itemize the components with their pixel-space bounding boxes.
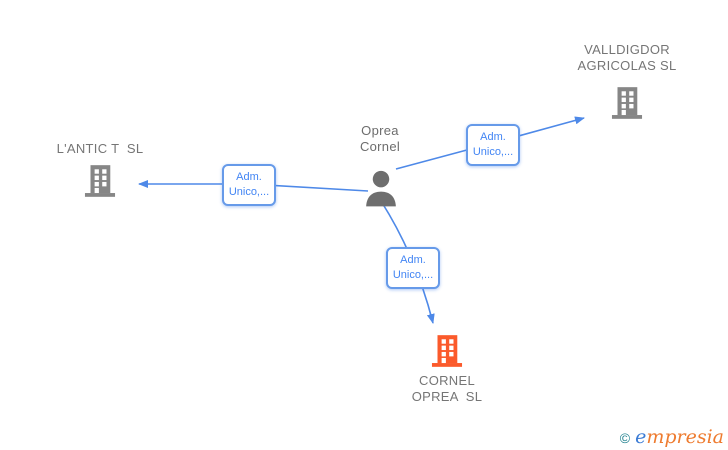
person-icon: [366, 170, 396, 207]
edge-label-valldigdor[interactable]: Adm. Unico,...: [466, 124, 520, 166]
node-person[interactable]: [359, 167, 403, 211]
copyright-icon: ©: [619, 430, 631, 446]
node-valldigdor[interactable]: [608, 84, 646, 122]
empresia-watermark-link[interactable]: © empresia: [620, 427, 724, 447]
node-label-cornel-oprea[interactable]: CORNEL OPREA SL: [411, 373, 483, 404]
empresia-logo: empresia: [635, 427, 724, 447]
node-cornel-oprea[interactable]: [428, 332, 466, 370]
company-building-icon: [431, 335, 463, 367]
empresia-logo-rest: mpresia: [646, 426, 724, 448]
edge-label-cornel-oprea[interactable]: Adm. Unico,...: [386, 247, 440, 289]
empresia-logo-e: e: [635, 426, 647, 448]
node-label-person[interactable]: Oprea Cornel: [359, 123, 401, 154]
company-building-icon: [84, 165, 116, 197]
node-lantic[interactable]: [81, 162, 119, 200]
node-label-valldigdor[interactable]: VALLDIGDOR AGRICOLAS SL: [577, 42, 677, 73]
edge-label-lantic[interactable]: Adm. Unico,...: [222, 164, 276, 206]
node-label-lantic[interactable]: L'ANTIC T SL: [56, 141, 144, 156]
company-building-icon: [611, 87, 643, 119]
